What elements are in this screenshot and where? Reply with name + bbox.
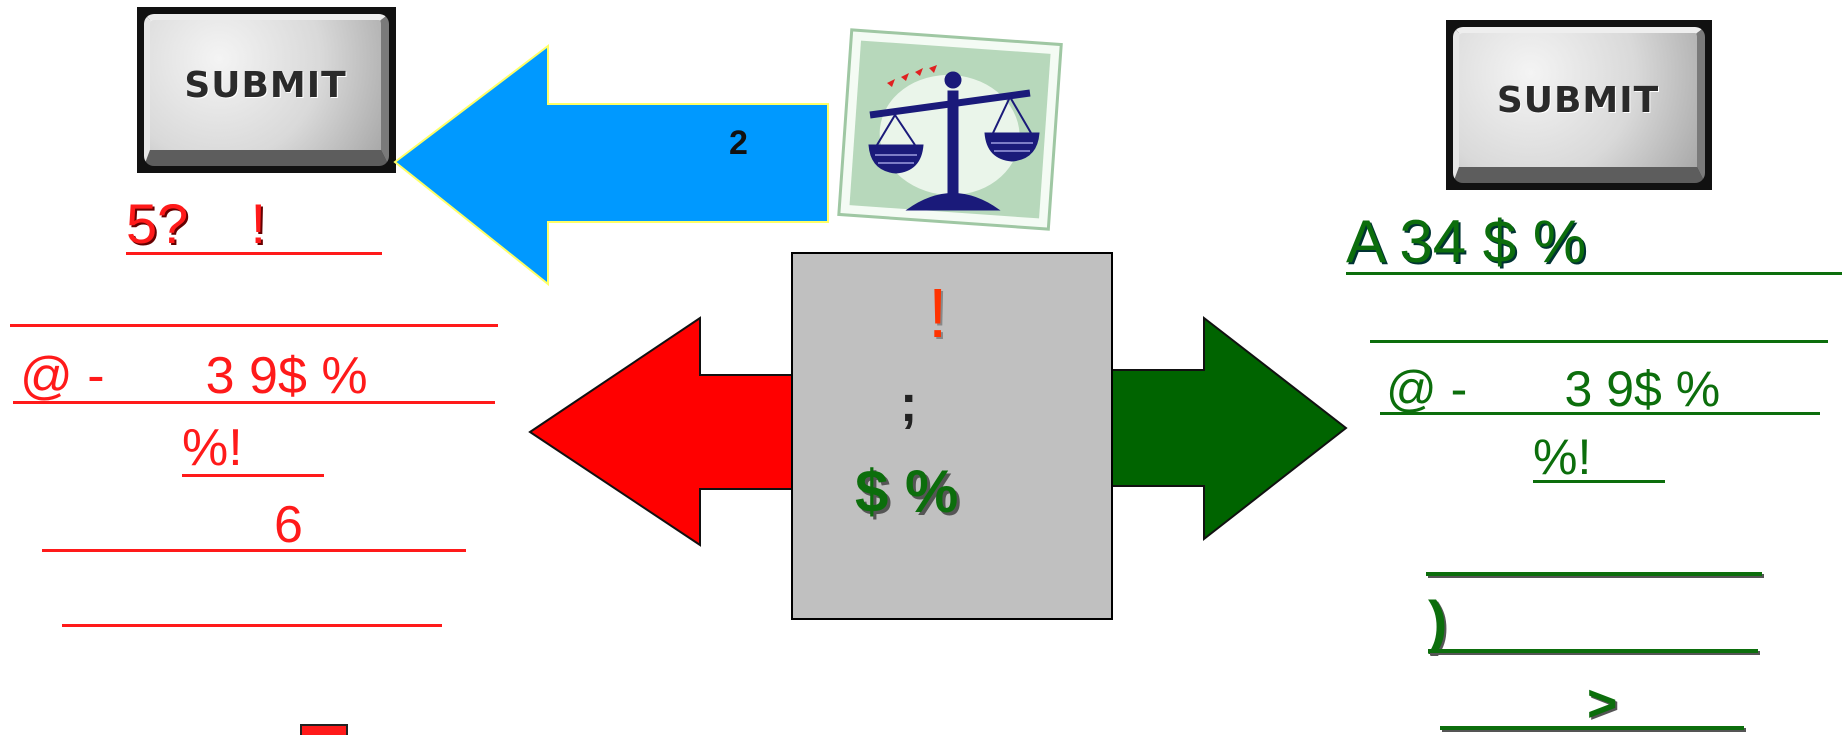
- left-line-1-underline: [13, 401, 495, 404]
- red-marker: [300, 724, 348, 735]
- left-line-3: 6: [274, 496, 303, 554]
- right-line-3: ): [1428, 590, 1448, 655]
- right-line-2-underline: [1533, 480, 1665, 483]
- right-line-3-underline: [1428, 649, 1758, 653]
- right-rule-2: [1426, 572, 1762, 576]
- right-line-1-underline: [1380, 412, 1820, 415]
- right-rule-1: [1370, 340, 1828, 343]
- left-line-3-underline: [42, 549, 466, 552]
- left-title-underline: [126, 252, 382, 255]
- submit-button-right[interactable]: SUBMIT: [1446, 20, 1712, 190]
- right-line-4: >: [1587, 675, 1618, 733]
- right-line-4-underline: [1440, 726, 1744, 730]
- arrow-label: 2: [729, 124, 748, 162]
- center-panel: [791, 252, 1113, 620]
- right-title-underline: [1346, 272, 1842, 275]
- right-line-1: @ - 3 9$ %: [1386, 361, 1721, 417]
- left-rule-2: [62, 624, 442, 627]
- left-arrow: [393, 43, 829, 287]
- submit-button-left-label: SUBMIT: [184, 64, 347, 106]
- left-line-2: %!: [182, 419, 243, 477]
- submit-button-right-label: SUBMIT: [1496, 79, 1660, 121]
- left-title: 5? !: [126, 192, 267, 255]
- center-panel-exclaim: !: [928, 274, 948, 352]
- left-line-1: @ - 3 9$ %: [20, 347, 368, 405]
- center-panel-label: $ %: [855, 458, 959, 525]
- center-panel-semicolon: ;: [900, 375, 918, 433]
- left-rule-1: [10, 324, 498, 327]
- balance-scale-icon: [837, 28, 1063, 231]
- submit-button-left[interactable]: SUBMIT: [137, 7, 396, 173]
- right-title: A 34 $ %: [1346, 208, 1587, 275]
- left-line-2-underline: [182, 474, 324, 477]
- right-line-2: %!: [1533, 429, 1592, 485]
